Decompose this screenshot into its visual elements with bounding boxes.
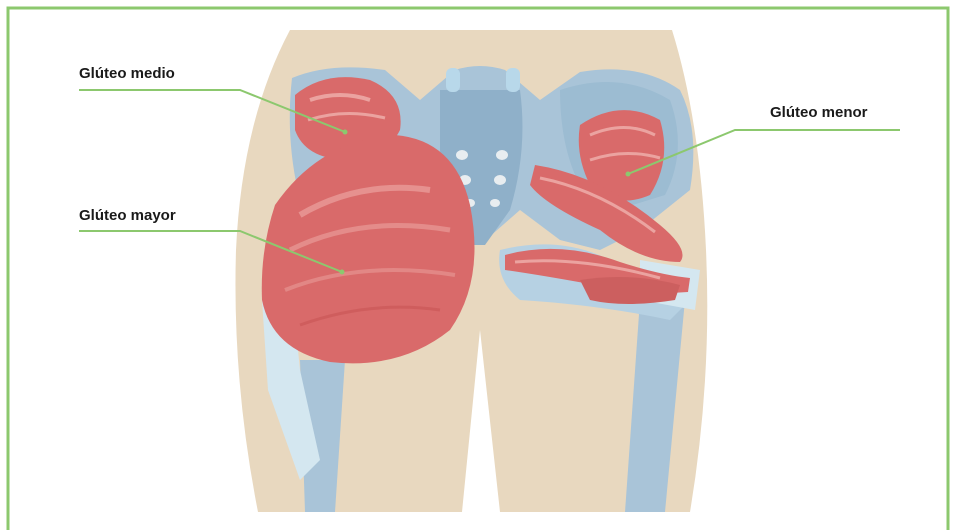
label-gluteus-minimus: Glúteo menor bbox=[770, 104, 868, 121]
label-gluteus-medius: Glúteo medio bbox=[79, 65, 175, 82]
label-gluteus-maximus: Glúteo mayor bbox=[79, 207, 176, 224]
